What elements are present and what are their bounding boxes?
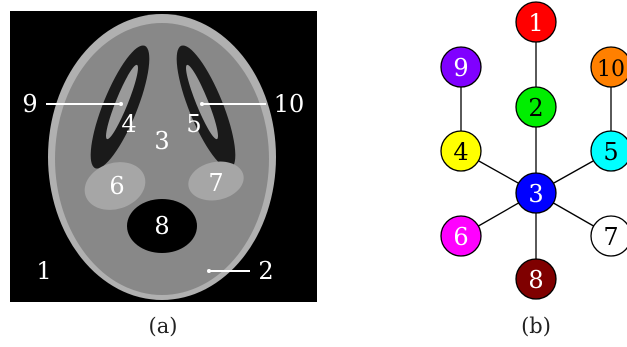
graph-node-label-3: 3: [528, 180, 543, 208]
graph-node-label-10: 10: [597, 57, 625, 82]
graph-node-circle-3: [515, 172, 557, 214]
graph-node-circle-7: [590, 215, 627, 257]
region-label-6: 6: [109, 172, 124, 200]
graph-node-circle-4: [440, 130, 482, 172]
graph-node-2: 2: [515, 86, 557, 128]
phantom-brain: [55, 23, 269, 295]
graph-node-label-9: 9: [453, 54, 468, 82]
graph-node-circle-1: [515, 1, 557, 43]
graph-edges: [460, 22, 612, 279]
pointer-dot-9: [119, 102, 123, 106]
pointer-dot-10: [200, 102, 204, 106]
graph-node-circle-2: [515, 86, 557, 128]
graph-node-circle-10: [590, 46, 627, 88]
graph-node-7: 7: [590, 215, 627, 257]
graph-node-label-6: 6: [453, 223, 468, 251]
graph-node-label-5: 5: [603, 138, 618, 166]
graph-node-circle-6: [440, 215, 482, 257]
graph-node-10: 10: [590, 46, 627, 88]
graph-node-6: 6: [440, 215, 482, 257]
region-label-10: 10: [274, 90, 305, 118]
graph-node-5: 5: [590, 130, 627, 172]
panel-a-phantom: 1 2 3 4 5 6 7 8 9 10: [10, 11, 317, 302]
region-label-9: 9: [22, 90, 37, 118]
graph-node-circle-8: [515, 258, 557, 300]
region-label-4: 4: [121, 110, 136, 138]
graph-node-8: 8: [515, 258, 557, 300]
phantom-region-8: [127, 199, 197, 253]
graph-node-label-2: 2: [528, 94, 543, 122]
graph-node-9: 9: [440, 46, 482, 88]
region-label-3: 3: [154, 127, 169, 155]
graph-node-circle-5: [590, 130, 627, 172]
graph-nodes: 1 2 3 4 5 6 7 8 9 10: [440, 1, 627, 300]
graph-node-4: 4: [440, 130, 482, 172]
graph-node-1: 1: [515, 1, 557, 43]
pointer-dot-2: [207, 269, 211, 273]
graph-node-label-7: 7: [603, 223, 618, 251]
graph-node-3: 3: [515, 172, 557, 214]
phantom-region-6: [84, 162, 146, 210]
panel-b-graph: 1 2 3 4 5 6 7 8 9 10: [440, 1, 627, 300]
region-label-2: 2: [258, 257, 273, 285]
region-label-8: 8: [154, 212, 169, 240]
region-label-1: 1: [36, 257, 51, 285]
caption-b: (b): [521, 314, 551, 338]
graph-node-label-1: 1: [528, 9, 543, 37]
graph-node-circle-9: [440, 46, 482, 88]
graph-node-label-4: 4: [453, 138, 468, 166]
phantom-region-7: [188, 161, 244, 201]
region-label-5: 5: [186, 110, 201, 138]
graph-node-label-8: 8: [528, 266, 543, 294]
caption-a: (a): [149, 314, 178, 338]
region-label-7: 7: [208, 169, 223, 197]
phantom-left-ventricle-inner: [106, 64, 138, 140]
